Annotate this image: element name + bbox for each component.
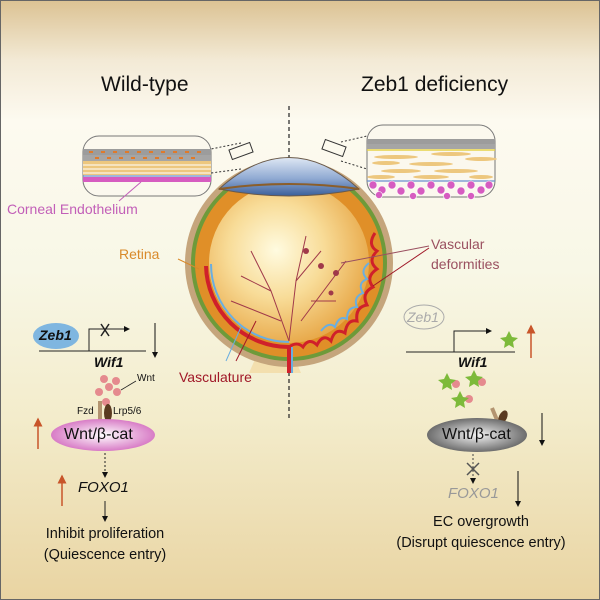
wt-outcome-line1: Inhibit proliferation xyxy=(45,526,165,542)
zeb1-zeb1-label: Zeb1 xyxy=(407,309,439,325)
wildtype-pathway-graphic xyxy=(33,323,158,522)
zeb1-wif1-label: Wif1 xyxy=(458,354,488,370)
zeb1-deficiency-title: Zeb1 deficiency xyxy=(361,73,509,96)
corneal-endothelium-label: Corneal Endothelium xyxy=(7,201,138,217)
zeb1-foxo1-label: FOXO1 xyxy=(448,485,499,502)
wildtype-cornea-inset xyxy=(82,135,242,202)
zeb1-cornea-inset xyxy=(340,124,497,200)
zeb1-wnt-bcat-label: Wnt/β-cat xyxy=(442,426,511,443)
vascular-deformities-line1: Vascular xyxy=(431,236,485,252)
vascular-deformities-line2: deformities xyxy=(431,256,500,272)
vascular-deformities-label: Vascular deformities xyxy=(431,234,499,274)
vasculature-label: Vasculature xyxy=(179,369,252,385)
wt-outcome: Inhibit proliferation (Quiescence entry) xyxy=(25,524,185,566)
wt-foxo1-label: FOXO1 xyxy=(78,479,129,496)
zeb1-outcome: EC overgrowth (Disrupt quiescence entry) xyxy=(371,512,591,554)
wt-lrp-label: Lrp5/6 xyxy=(113,406,142,417)
wt-zeb1-label: Zeb1 xyxy=(39,327,72,343)
wildtype-title: Wild-type xyxy=(101,73,189,96)
eye-illustration xyxy=(185,138,393,373)
retina-label: Retina xyxy=(119,246,160,262)
wt-outcome-line2: (Quiescence entry) xyxy=(43,547,167,563)
wt-wnt-bcat-label: Wnt/β-cat xyxy=(64,426,133,443)
zeb1-outcome-line1: EC overgrowth xyxy=(433,514,529,530)
wt-wif1-label: Wif1 xyxy=(94,354,124,370)
zeb1-pathway-graphic xyxy=(403,304,545,507)
wt-fzd-label: Fzd xyxy=(77,406,94,417)
zeb1-outcome-line2: (Disrupt quiescence entry) xyxy=(396,535,566,551)
wt-wnt-label: Wnt xyxy=(137,373,155,384)
